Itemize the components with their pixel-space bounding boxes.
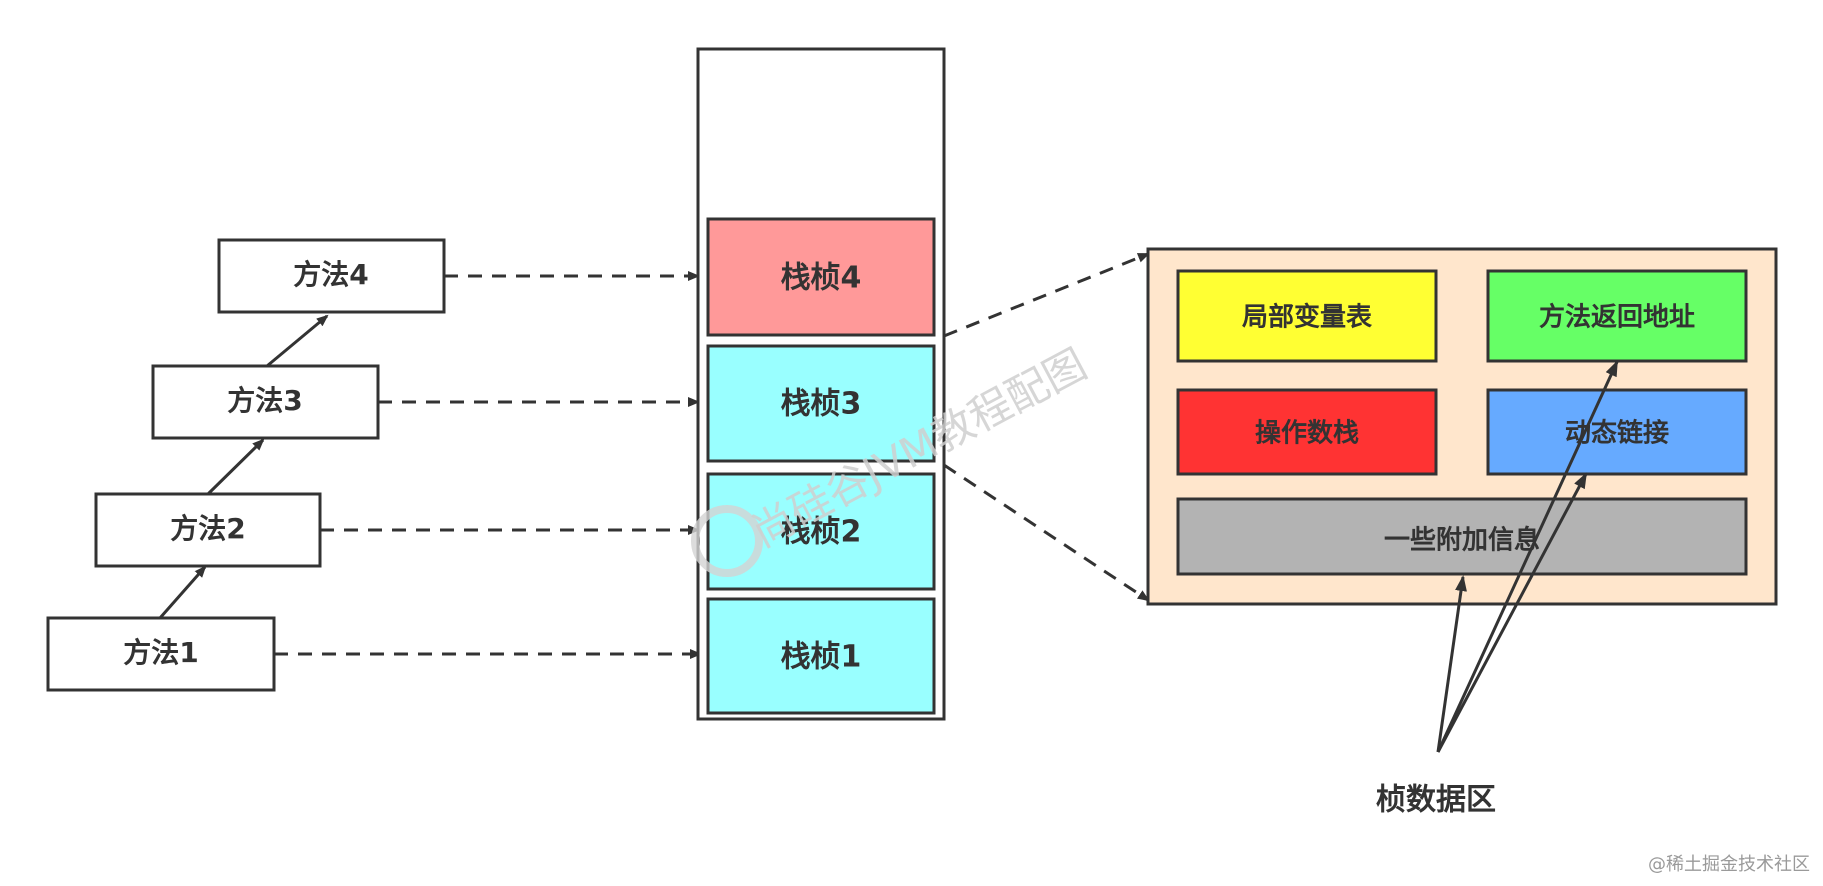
- method-box-2: 方法2: [94, 492, 322, 568]
- return-address-box: 方法返回地址: [1486, 269, 1748, 363]
- stack-frame-4-label: 栈桢4: [781, 261, 862, 296]
- frame-data-area-label: 桢数据区: [1376, 783, 1496, 818]
- watermark-logo-icon: [691, 505, 763, 577]
- method-3-label: 方法3: [227, 384, 302, 417]
- additional-info-rect: [1176, 497, 1748, 576]
- frame-data-area-arrow-return-address: [1436, 360, 1619, 753]
- stack-frame-4: 栈桢4: [706, 217, 936, 337]
- method-2-label: 方法2: [170, 512, 245, 545]
- local-vars-box: 局部变量表: [1176, 269, 1438, 363]
- stack-frame-3-label: 栈桢3: [781, 387, 862, 422]
- method-box-3: 方法3: [151, 364, 380, 440]
- return-address-rect: [1486, 269, 1748, 363]
- call-arrow-3-4: [266, 314, 329, 368]
- operand-stack-label: 操作数栈: [1255, 419, 1359, 449]
- stack-frame-1: 栈桢1: [706, 597, 936, 715]
- method-box-1: 方法1: [46, 616, 276, 692]
- dynamic-linking-box: 动态链接: [1486, 388, 1748, 476]
- method-box-4: 方法4: [217, 238, 446, 314]
- method-1-label: 方法1: [123, 636, 198, 669]
- local-vars-rect: [1176, 269, 1438, 363]
- dynamic-linking-label: 动态链接: [1565, 418, 1669, 449]
- operand-stack-rect: [1176, 388, 1438, 476]
- dynamic-linking-rect: [1486, 388, 1748, 476]
- stack-frame-3: 栈桢3: [706, 344, 936, 463]
- call-arrow-2-3: [206, 438, 265, 496]
- additional-info-box: 一些附加信息: [1176, 497, 1748, 576]
- frame-data-area-arrow-dynamic-linking: [1436, 472, 1588, 753]
- stack-frame-2-label: 栈桢2: [781, 515, 862, 550]
- stack-frame-1-rect: [706, 597, 936, 715]
- method-4-label: 方法4: [293, 258, 368, 291]
- stack-frame-1-label: 栈桢1: [781, 640, 862, 675]
- operand-stack-box: 操作数栈: [1176, 388, 1438, 476]
- expand-bottom-arrow: [943, 463, 1150, 602]
- stack-frame-4-rect: [706, 217, 936, 337]
- expand-top-arrow: [943, 252, 1150, 338]
- stack-frame-3-rect: [706, 344, 936, 463]
- return-address-label: 方法返回地址: [1539, 302, 1695, 333]
- additional-info-label: 一些附加信息: [1384, 525, 1540, 556]
- local-vars-label: 局部变量表: [1242, 302, 1373, 333]
- frame-data-area-arrow-additional-info: [1436, 575, 1467, 753]
- call-arrow-1-2: [158, 565, 207, 619]
- footer-text: @稀土掘金技术社区: [1648, 854, 1810, 875]
